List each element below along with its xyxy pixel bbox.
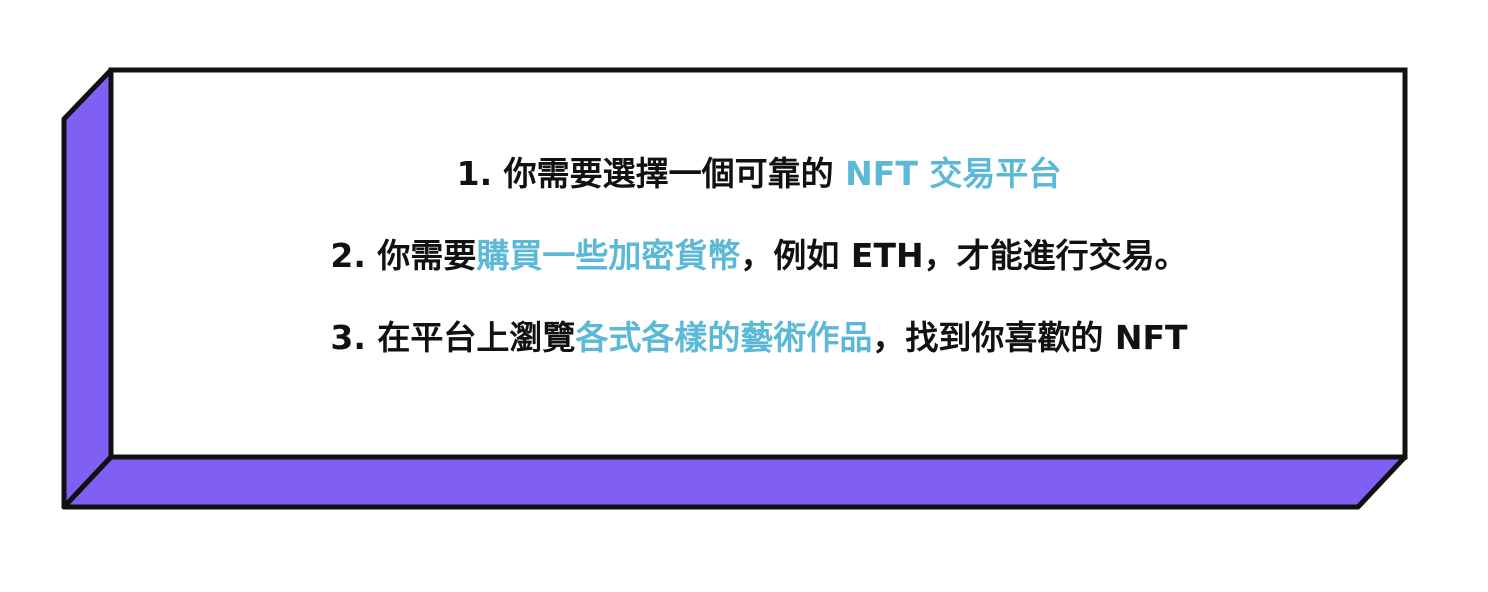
step-line-3: 3. 在平台上瀏覽各式各樣的藝術作品，找到你喜歡的 NFT — [330, 318, 1187, 358]
step-3-text-start: 3. 在平台上瀏覽 — [330, 318, 576, 357]
box-left-side — [61, 67, 114, 510]
step-2-text-start: 2. 你需要 — [330, 236, 477, 275]
box-front-face — [108, 67, 1408, 460]
step-line-2: 2. 你需要購買一些加密貨幣，例如 ETH，才能進行交易。 — [330, 236, 1187, 276]
step-2-highlight: 購買一些加密貨幣 — [476, 236, 741, 275]
step-line-1: 1. 你需要選擇一個可靠的 NFT 交易平台 — [457, 154, 1062, 194]
step-1-text: 1. 你需要選擇一個可靠的 — [456, 154, 846, 193]
step-3-highlight: 各式各樣的藝術作品 — [575, 318, 873, 357]
step-1-highlight: NFT 交易平台 — [845, 154, 1062, 193]
step-3-text-end: ，找到你喜歡的 NFT — [872, 318, 1188, 357]
step-2-text-end: ，例如 ETH，才能進行交易。 — [740, 236, 1188, 275]
box-bottom-side — [61, 454, 1408, 510]
steps-panel: 1. 你需要選擇一個可靠的 NFT 交易平台 2. 你需要購買一些加密貨幣，例如… — [113, 72, 1405, 455]
